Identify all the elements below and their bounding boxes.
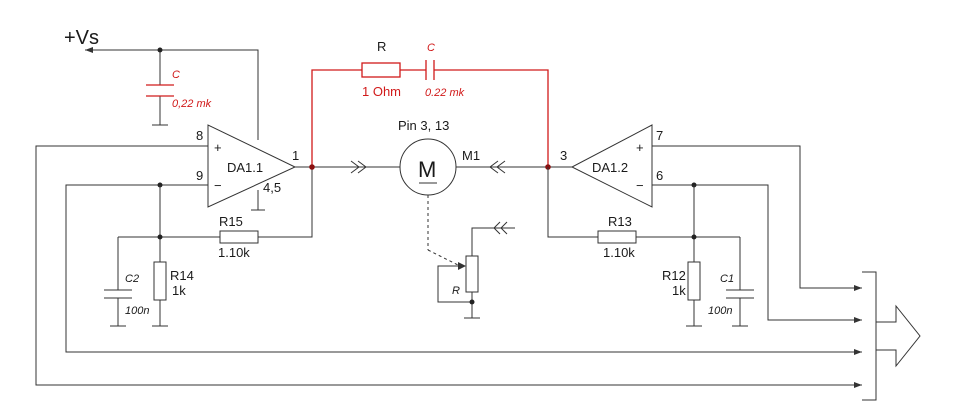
supply-wiring — [85, 47, 259, 140]
c-supply-value: 0,22 mk — [172, 98, 212, 110]
da1-2-plus-sign: + — [636, 140, 644, 155]
pin-8-label: 8 — [196, 128, 203, 143]
vs-label: +Vs — [64, 27, 99, 49]
series-rc-branch — [311, 60, 549, 167]
da1-2-input-wiring — [547, 145, 862, 327]
potentiometer-r — [427, 195, 515, 319]
da1-2-minus-sign: − — [636, 178, 644, 193]
r12-label: R12 — [662, 268, 686, 283]
motor-m1-label: M1 — [462, 148, 480, 163]
pin-3-13-label: Pin 3, 13 — [398, 118, 449, 133]
da1-1-input-wiring — [35, 145, 862, 388]
pin-7-label: 7 — [656, 128, 663, 143]
r-series-label: R — [377, 39, 386, 54]
c-supply-label: C — [172, 69, 180, 81]
r13-value: 1.10k — [603, 245, 635, 260]
capacitor-c-supply — [146, 84, 174, 97]
opamp-da1-2 — [570, 124, 653, 208]
pin-9-label: 9 — [196, 168, 203, 183]
da1-1-plus-sign: + — [214, 140, 222, 155]
r15-label: R15 — [219, 214, 243, 229]
da1-1-ground — [251, 190, 265, 211]
r14-label: R14 — [170, 268, 194, 283]
da1-1-minus-sign: − — [214, 178, 222, 193]
c2-label: C2 — [125, 273, 139, 285]
c-series-label: C — [427, 42, 435, 54]
r15-value: 1.10k — [218, 245, 250, 260]
c2-value: 100n — [125, 305, 149, 317]
r12-value: 1k — [672, 283, 686, 298]
output-connector — [862, 271, 921, 401]
pin-4-5-label: 4,5 — [263, 180, 281, 195]
pin-3-label: 3 — [560, 148, 567, 163]
r-series-value: 1 Ohm — [362, 84, 401, 99]
c1-label: C1 — [720, 273, 734, 285]
pin-1-label: 1 — [292, 148, 299, 163]
c1-value: 100n — [708, 305, 732, 317]
r13-label: R13 — [608, 214, 632, 229]
pot-label: R — [452, 285, 460, 297]
r14-value: 1k — [172, 283, 186, 298]
pin-6-label: 6 — [656, 168, 663, 183]
da1-1-label: DA1.1 — [227, 160, 263, 175]
motor-symbol: M — [418, 157, 436, 182]
c-series-value: 0.22 mk — [425, 87, 465, 99]
da1-2-label: DA1.2 — [592, 160, 628, 175]
opamp-da1-1 — [207, 124, 297, 208]
